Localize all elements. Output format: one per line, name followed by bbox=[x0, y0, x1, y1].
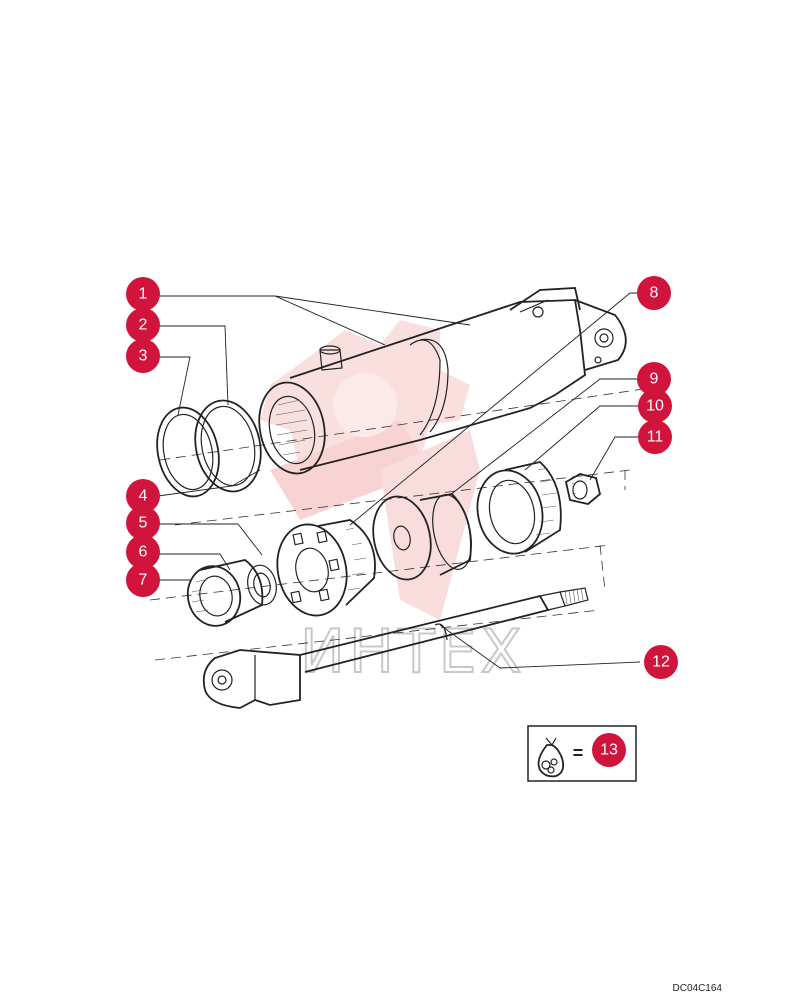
kit-equals-sign: = bbox=[573, 743, 584, 763]
piston-seal bbox=[476, 461, 562, 555]
cylinder-barrel bbox=[258, 287, 627, 475]
gland-head bbox=[186, 559, 277, 627]
piston-rod bbox=[202, 587, 589, 709]
svg-text:1: 1 bbox=[139, 286, 148, 303]
seal-kit-bag-icon bbox=[537, 737, 565, 778]
leader-lines bbox=[157, 292, 641, 669]
callout-10: 10 bbox=[638, 389, 672, 423]
callout-13: 13 bbox=[592, 733, 626, 767]
svg-text:4: 4 bbox=[139, 488, 148, 505]
svg-text:13: 13 bbox=[600, 742, 618, 759]
drawing-reference-code: DC04C164 bbox=[672, 983, 722, 994]
svg-text:12: 12 bbox=[652, 654, 670, 671]
callout-5: 5 bbox=[126, 506, 160, 540]
svg-text:9: 9 bbox=[650, 371, 659, 388]
callout-8: 8 bbox=[637, 276, 671, 310]
svg-text:5: 5 bbox=[139, 515, 148, 532]
callout-11: 11 bbox=[638, 420, 672, 454]
callout-7: 7 bbox=[126, 563, 160, 597]
callout-2: 2 bbox=[126, 308, 160, 342]
callout-6: 6 bbox=[126, 535, 160, 569]
callouts: 1 2 3 4 5 6 7 8 9 10 11 12 13 bbox=[126, 276, 678, 767]
watermark-logo bbox=[260, 320, 480, 620]
svg-text:10: 10 bbox=[646, 398, 664, 415]
callout-12: 12 bbox=[644, 645, 678, 679]
callout-9: 9 bbox=[637, 362, 671, 396]
disc-spacer bbox=[372, 493, 472, 581]
callout-3: 3 bbox=[126, 339, 160, 373]
svg-text:3: 3 bbox=[139, 348, 148, 365]
svg-text:8: 8 bbox=[650, 285, 659, 302]
hex-nut bbox=[564, 473, 602, 505]
svg-text:11: 11 bbox=[647, 429, 664, 446]
piston bbox=[276, 519, 376, 617]
barrel-seal-rings bbox=[156, 399, 262, 498]
svg-text:6: 6 bbox=[139, 544, 148, 561]
svg-text:7: 7 bbox=[139, 572, 148, 589]
callout-4: 4 bbox=[126, 479, 160, 513]
callout-1: 1 bbox=[126, 277, 160, 311]
svg-text:2: 2 bbox=[139, 317, 148, 334]
